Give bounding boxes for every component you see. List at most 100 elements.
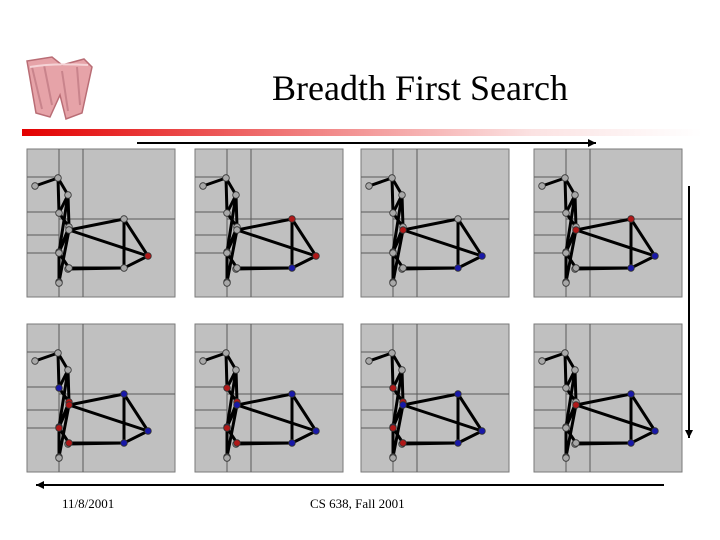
edge-n8-n9 xyxy=(290,392,318,433)
graph-node-n0 xyxy=(538,357,546,365)
bfs-frame-8 xyxy=(533,323,683,473)
edge-n8-n9 xyxy=(122,392,150,433)
graph-node-n0 xyxy=(31,182,39,190)
graph-node-n1 xyxy=(388,349,396,357)
edge-n0-n1 xyxy=(201,176,228,188)
bfs-frame-6 xyxy=(194,323,344,473)
edge-n6-n8 xyxy=(67,217,126,232)
graph-edges xyxy=(201,176,318,285)
graph-node-n1 xyxy=(222,174,230,182)
graph-node-n9 xyxy=(651,427,659,435)
edge-n6-n9 xyxy=(67,403,150,433)
edge-n3-n5 xyxy=(57,368,70,429)
wisconsin-w-logo xyxy=(26,56,93,120)
graph-node-n3 xyxy=(64,191,72,199)
footer-date: 11/8/2001 xyxy=(62,496,115,511)
edge-n0-n1 xyxy=(367,351,394,363)
graph-node-n9 xyxy=(651,252,659,260)
title-underline xyxy=(22,129,702,136)
edge-n6-n8 xyxy=(235,392,294,407)
graph-node-n12 xyxy=(572,439,580,447)
edge-n1-n2 xyxy=(224,351,229,390)
edge-n0-n1 xyxy=(540,351,567,363)
edge-n8-n9 xyxy=(290,217,318,258)
edge-n9-n10 xyxy=(456,429,484,445)
edge-n6-n8 xyxy=(401,392,460,407)
graph-node-n13 xyxy=(223,424,231,432)
edge-n1-n2 xyxy=(56,176,61,215)
edge-n6-n7 xyxy=(57,403,71,459)
graph-node-n12 xyxy=(233,264,241,272)
graph-node-n13 xyxy=(55,249,63,257)
graph-node-n9 xyxy=(144,252,152,260)
graph-node-n9 xyxy=(312,252,320,260)
edge-n3-n5 xyxy=(225,368,238,429)
edge-n9-n10 xyxy=(629,429,657,445)
graph-node-n13 xyxy=(55,424,63,432)
graph-node-n6 xyxy=(65,401,73,409)
edge-n6-n8 xyxy=(401,217,460,232)
graph-node-n2 xyxy=(223,384,231,392)
bfs-frame-4 xyxy=(533,148,683,298)
graph-node-n13 xyxy=(223,249,231,257)
graph-node-n0 xyxy=(31,357,39,365)
graph-node-n0 xyxy=(199,182,207,190)
graph-node-n12 xyxy=(233,439,241,447)
graph-node-n14 xyxy=(389,279,397,287)
edge-n6-n9 xyxy=(67,228,150,258)
edge-n6-n7 xyxy=(564,403,578,459)
graph-node-n14 xyxy=(562,454,570,462)
edge-n1-n2 xyxy=(563,351,568,390)
edge-n6-n9 xyxy=(401,403,484,433)
edge-n3-n5 xyxy=(391,368,404,429)
graph-node-n0 xyxy=(365,182,373,190)
graph-node-n12 xyxy=(572,264,580,272)
edge-n6-n7 xyxy=(391,403,405,459)
graph-node-n2 xyxy=(55,209,63,217)
edge-n1-n2 xyxy=(390,351,395,390)
edge-n6-n9 xyxy=(574,228,657,258)
bfs-frame-1 xyxy=(26,148,176,298)
bfs-frame-3 xyxy=(360,148,510,298)
graph-node-n1 xyxy=(54,174,62,182)
edge-n9-n10 xyxy=(456,254,484,270)
graph-node-n6 xyxy=(399,226,407,234)
edge-n9-n10 xyxy=(122,429,150,445)
graph-node-n8 xyxy=(454,390,462,398)
edge-n3-n5 xyxy=(57,193,70,254)
graph-node-n12 xyxy=(399,264,407,272)
graph-node-n2 xyxy=(562,209,570,217)
edge-n0-n1 xyxy=(540,176,567,188)
graph-node-n3 xyxy=(571,191,579,199)
graph-node-n10 xyxy=(627,439,635,447)
edge-n6-n9 xyxy=(401,228,484,258)
graph-node-n10 xyxy=(454,264,462,272)
graph-node-n9 xyxy=(312,427,320,435)
edge-n3-n5 xyxy=(391,193,404,254)
graph-node-n1 xyxy=(561,174,569,182)
bfs-frame-5 xyxy=(26,323,176,473)
edge-n9-n10 xyxy=(122,254,150,270)
graph-node-n3 xyxy=(232,191,240,199)
edge-n8-n9 xyxy=(629,392,657,433)
graph-node-n2 xyxy=(55,384,63,392)
graph-node-n3 xyxy=(232,366,240,374)
graph-node-n2 xyxy=(389,384,397,392)
graph-node-n2 xyxy=(223,209,231,217)
graph-node-n10 xyxy=(288,439,296,447)
edge-n6-n9 xyxy=(574,403,657,433)
graph-node-n14 xyxy=(562,279,570,287)
footer-course: CS 638, Fall 2001 xyxy=(310,496,405,511)
graph-edges xyxy=(33,351,150,460)
graph-node-n3 xyxy=(571,366,579,374)
graph-node-n13 xyxy=(389,249,397,257)
graph-node-n1 xyxy=(561,349,569,357)
slide-title: Breadth First Search xyxy=(272,68,568,108)
graph-node-n14 xyxy=(223,279,231,287)
graph-node-n0 xyxy=(538,182,546,190)
edge-n6-n9 xyxy=(235,403,318,433)
edge-n8-n9 xyxy=(629,217,657,258)
edge-n6-n8 xyxy=(235,217,294,232)
edge-n3-n5 xyxy=(225,193,238,254)
edge-n6-n7 xyxy=(391,228,405,284)
